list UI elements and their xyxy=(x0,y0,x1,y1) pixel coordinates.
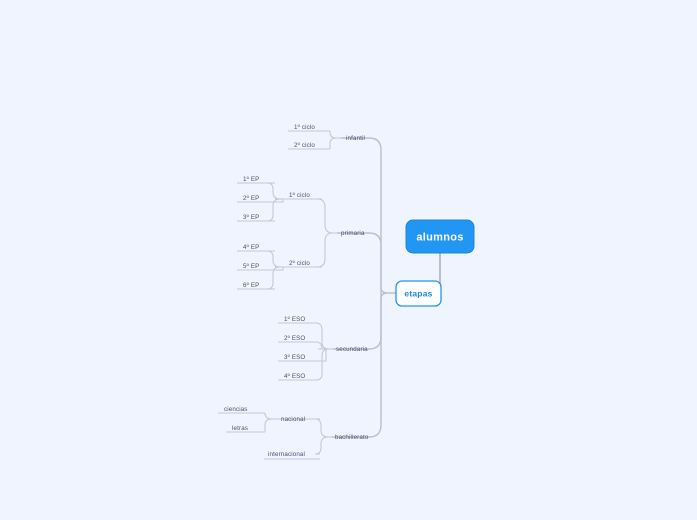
secundaria-fork-4 xyxy=(315,348,333,381)
bachillerato-fork-internacional xyxy=(314,436,332,455)
branch-label-primaria[interactable]: primaria xyxy=(341,230,365,237)
secundaria-fork-1 xyxy=(315,322,333,350)
group-label-primaria-ciclo1[interactable]: 1º ciclo xyxy=(289,192,310,199)
secundaria-join-3 xyxy=(318,349,327,362)
leaf-ep-5[interactable]: 5º EP xyxy=(243,263,259,270)
branch-primaria xyxy=(237,182,337,290)
spine-corner-upper xyxy=(380,286,388,294)
node-alumnos[interactable]: alumnos xyxy=(405,219,475,254)
spine-branch-secundaria xyxy=(333,299,382,350)
leaf-letras[interactable]: letras xyxy=(232,425,248,432)
ciclo2-mid-join xyxy=(275,267,284,271)
branch-secundaria xyxy=(278,322,333,381)
group-label-nacional[interactable]: nacional xyxy=(281,416,305,423)
etapas-rect[interactable] xyxy=(395,280,442,307)
etapas-label: etapas xyxy=(404,289,432,299)
leaf-eso-3[interactable]: 3º ESO xyxy=(284,354,305,361)
spine-branch-primaria xyxy=(337,232,382,287)
ciclo1-fork-top xyxy=(266,182,283,200)
leaf-ciencias[interactable]: ciencias xyxy=(224,406,248,413)
alumnos-label: alumnos xyxy=(416,232,463,244)
leaf-eso-4[interactable]: 4º ESO xyxy=(284,373,305,380)
alumnos-rect[interactable] xyxy=(405,219,475,254)
branch-bachillerato xyxy=(218,412,332,460)
group-label-primaria-ciclo2[interactable]: 2º ciclo xyxy=(289,260,310,267)
nacional-fork-up xyxy=(264,412,276,420)
leaf-eso-2[interactable]: 2º ESO xyxy=(284,335,305,342)
spine-branch-infantil xyxy=(341,137,382,287)
leaf-ep-2[interactable]: 2º EP xyxy=(243,195,259,202)
group-label-internacional[interactable]: internacional xyxy=(268,451,305,458)
bachillerato-fork-nacional xyxy=(314,418,332,438)
infantil-fork-down xyxy=(329,137,341,149)
leaf-infantil-ciclo2[interactable]: 2º ciclo xyxy=(294,142,315,149)
node-etapas[interactable]: etapas xyxy=(395,280,442,307)
primaria-fork-down xyxy=(316,232,337,268)
branch-infantil xyxy=(288,130,341,150)
spine-corner-lower xyxy=(380,292,388,300)
infantil-fork-up xyxy=(329,131,341,139)
nacional-fork-down xyxy=(264,418,276,432)
leaf-infantil-ciclo1[interactable]: 1º ciclo xyxy=(294,124,315,131)
spine-branch-bachillerato xyxy=(332,299,382,438)
leaf-ep-4[interactable]: 4º EP xyxy=(243,244,259,251)
leaf-ep-3[interactable]: 3º EP xyxy=(243,214,259,221)
ciclo2-fork-top xyxy=(266,250,283,268)
branch-label-bachillerato[interactable]: bachillerato xyxy=(335,434,369,441)
branch-label-infantil[interactable]: infantil xyxy=(346,135,365,142)
primaria-fork-up xyxy=(316,198,337,234)
leaf-ep-1[interactable]: 1º EP xyxy=(243,176,259,183)
spine-group xyxy=(332,137,396,438)
ciclo1-mid-join xyxy=(275,199,284,203)
branch-label-secundaria[interactable]: secundaria xyxy=(336,346,368,353)
leaf-ep-6[interactable]: 6º EP xyxy=(243,282,259,289)
leaf-eso-1[interactable]: 1º ESO xyxy=(284,316,305,323)
